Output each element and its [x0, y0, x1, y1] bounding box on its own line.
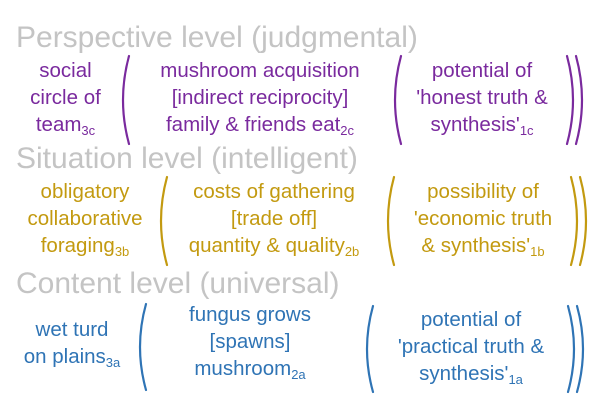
close-paren-icon [575, 304, 585, 394]
subscript-label: 1c [519, 122, 534, 138]
text-line: synthesis'1a [419, 362, 523, 387]
text-line: on plains3a [23, 345, 121, 370]
text-line: & synthesis'1b [421, 234, 545, 259]
perspective-col1-text: social circle of team3c [18, 57, 113, 138]
close-paren-icon [574, 54, 584, 146]
text-line: [trade off] [230, 207, 318, 230]
text-line: wet turd [35, 318, 109, 341]
text-line: obligatory [40, 180, 130, 203]
open-paren-icon [386, 175, 396, 267]
situation-level-heading: Situation level (intelligent) [16, 142, 358, 175]
subscript-label: 2a [291, 366, 306, 382]
text-line: 'honest truth & [416, 86, 548, 109]
text-line: [spawns] [209, 330, 291, 353]
text-line: mushroom2a [194, 357, 306, 382]
subscript-label: 3a [105, 354, 121, 370]
subscript-label: 2b [344, 243, 360, 259]
text-line: circle of [30, 86, 101, 109]
open-paren-icon [365, 304, 375, 394]
text-line: mushroom acquisition [160, 59, 360, 82]
close-paren-icon [578, 175, 588, 267]
close-paren-icon [566, 304, 576, 394]
text-line: collaborative [27, 207, 143, 230]
text-line: synthesis'1c [430, 113, 534, 138]
subscript-label: 2c [340, 122, 355, 138]
text-line: 'practical truth & [397, 335, 545, 358]
content-level-heading: Content level (universal) [16, 267, 340, 300]
content-col1-text: wet turd on plains3a [10, 316, 134, 370]
subscript-label: 3b [114, 243, 130, 259]
text-line: quantity & quality2b [188, 234, 360, 259]
situation-col1-text: obligatory collaborative foraging3b [16, 178, 154, 259]
subscript-label: 3c [81, 122, 96, 138]
text-line: team3c [35, 113, 96, 138]
text-line: foraging3b [40, 234, 130, 259]
situation-col2-text: costs of gathering [trade off] quantity … [166, 178, 382, 259]
text-line: potential of [431, 59, 533, 82]
subscript-label: 1a [508, 371, 523, 387]
text-line: costs of gathering [193, 180, 355, 203]
subscript-label: 1b [530, 243, 545, 259]
perspective-col2-text: mushroom acquisition [indirect reciproci… [132, 57, 388, 138]
situation-col3-text: possibility of 'economic truth & synthes… [396, 178, 570, 259]
text-line: possibility of [427, 180, 539, 203]
text-line: fungus grows [189, 303, 311, 326]
perspective-level-heading: Perspective level (judgmental) [16, 21, 418, 54]
content-col3-text: potential of 'practical truth & synthesi… [373, 306, 569, 387]
close-paren-icon [569, 175, 579, 267]
content-col2-text: fungus grows [spawns] mushroom2a [162, 301, 338, 382]
text-line: potential of [420, 308, 522, 331]
perspective-col3-text: potential of 'honest truth & synthesis'1… [403, 57, 561, 138]
close-paren-icon [565, 54, 575, 146]
open-paren-icon [393, 54, 403, 146]
open-paren-icon [121, 54, 131, 146]
open-paren-icon [159, 175, 169, 267]
text-line: family & friends eat2c [165, 113, 355, 138]
open-paren-icon [138, 302, 148, 392]
text-line: [indirect reciprocity] [171, 86, 349, 109]
text-line: social [39, 59, 92, 82]
text-line: 'economic truth [413, 207, 553, 230]
